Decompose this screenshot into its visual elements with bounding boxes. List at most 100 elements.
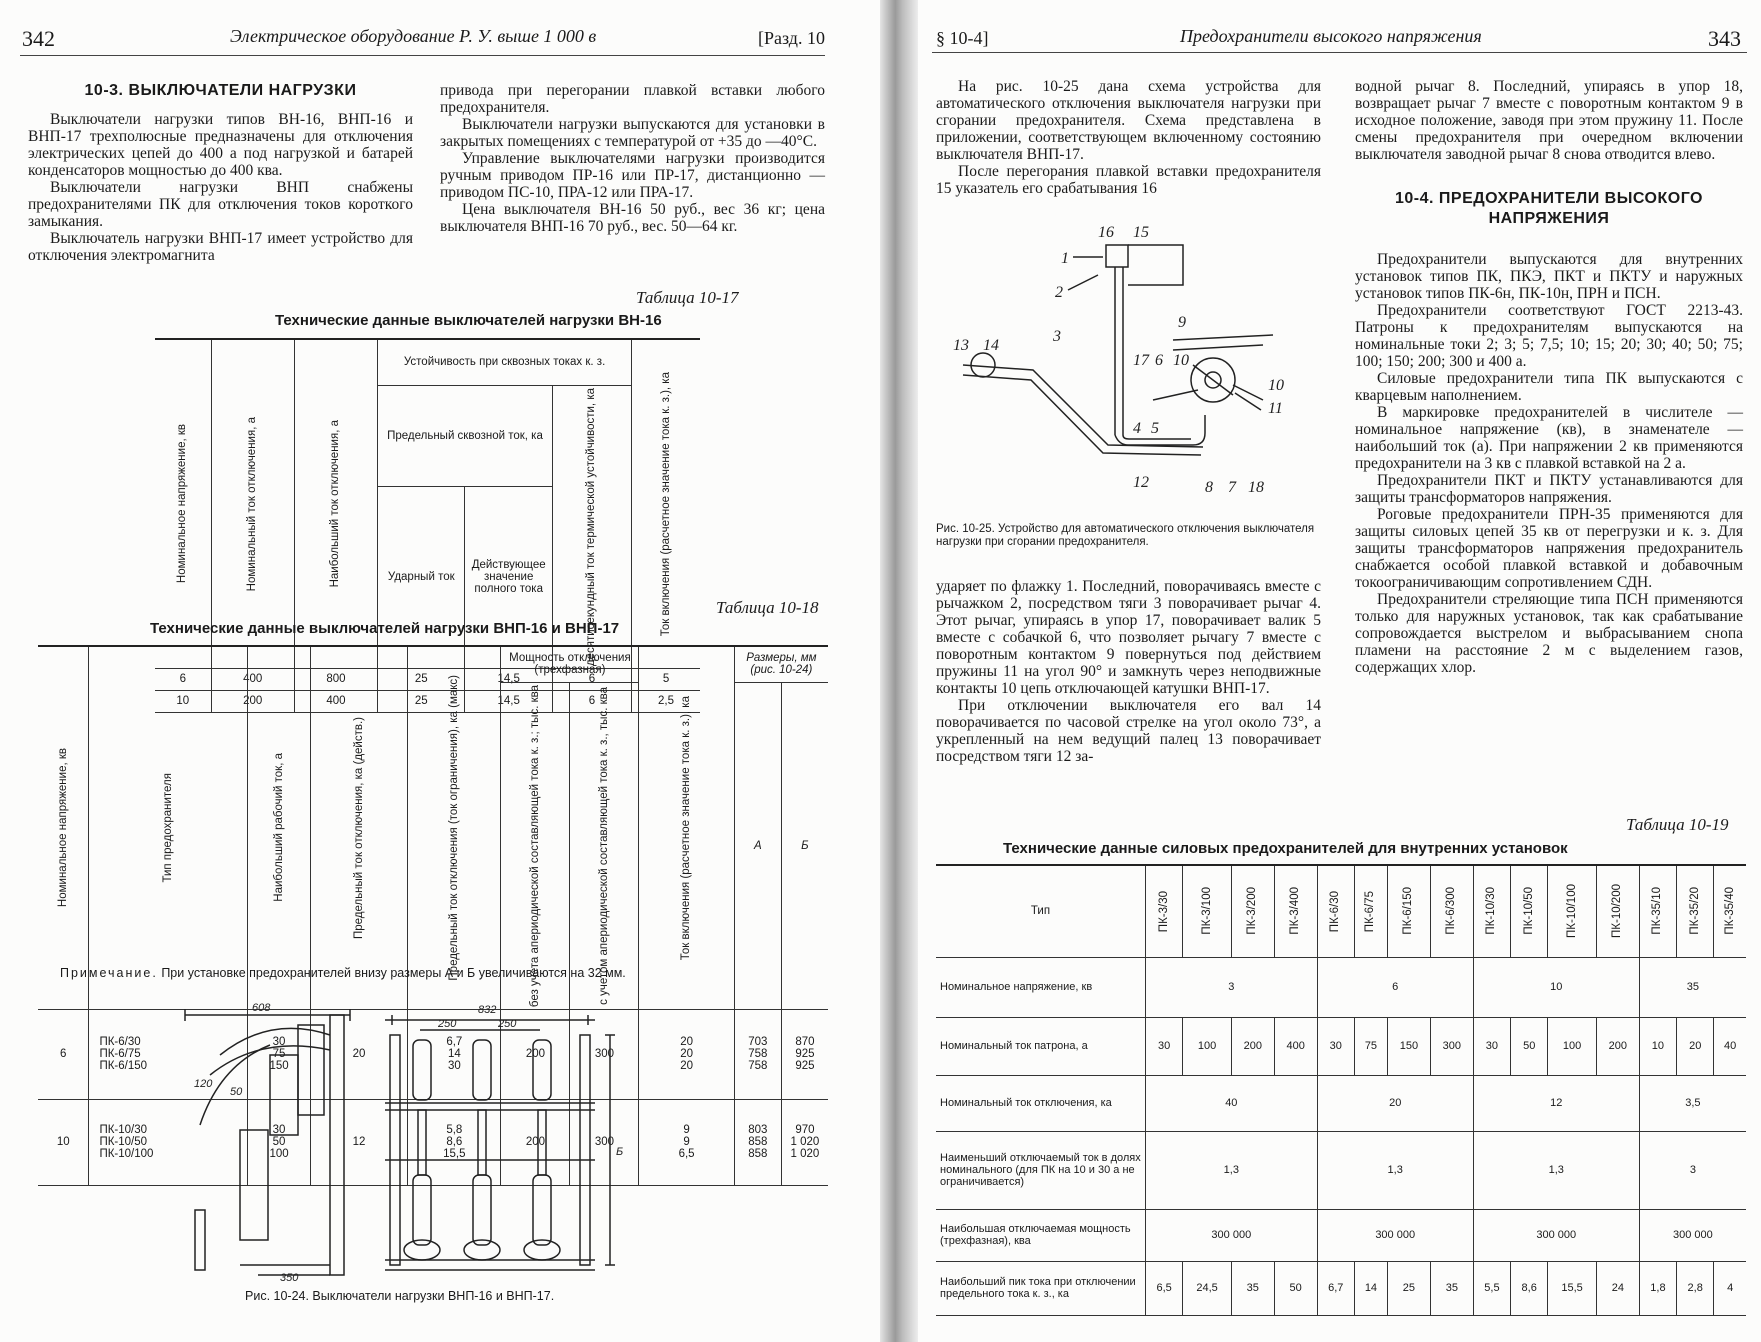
label-9: 9 (1178, 314, 1186, 331)
fuse-trip-mechanism-drawing: 16 15 1 2 3 9 13 14 17 6 10 10 11 4 5 12 (953, 224, 1284, 496)
label-15: 15 (1133, 224, 1149, 241)
paragraph: При отключении выключателя его вал 14 по… (936, 697, 1321, 765)
table-cell: 6,7 (1316, 1260, 1355, 1316)
table-10-18-note: Примечание. При установке предохранителе… (60, 966, 626, 980)
label-10-b: 10 (1268, 377, 1284, 394)
th-fuse-type: ПК-6/150 (1402, 887, 1415, 936)
right-column-1-top: На рис. 10-25 дана схема устройства для … (936, 78, 1321, 197)
th-noaper: без учета апериодической составляющей то… (528, 684, 541, 1007)
table-cell: 400 (1273, 1016, 1318, 1076)
label-1: 1 (1061, 250, 1069, 267)
section-ref-left: [Разд. 10 (758, 28, 825, 48)
th-subgroup: Предельный сквозной ток, ка (377, 384, 553, 487)
paragraph: водной рычаг 8. Последний, упираясь в уп… (1355, 78, 1743, 163)
paragraph: Предохранители соответствуют ГОСТ 2213-4… (1355, 302, 1743, 370)
table-cell: 10 (1472, 956, 1640, 1018)
table-cell: 1,3 (1472, 1130, 1640, 1210)
note-text: При установке предохранителей внизу разм… (161, 966, 626, 980)
row-label-voltage: Номинальное напряжение, кв (936, 956, 1146, 1018)
table-cell: 20 (1316, 1074, 1474, 1132)
table-cell: 30 (1144, 1016, 1184, 1076)
label-7: 7 (1228, 479, 1237, 496)
dim-250-b: 250 (497, 1018, 517, 1030)
table-cell: 300 (1429, 1016, 1474, 1076)
page-number-left: 342 (22, 26, 55, 51)
th-cutoff: Предельный ток отключения (ток ограничен… (447, 674, 460, 981)
paragraph: После перегорания плавкой вставки предох… (936, 163, 1321, 197)
th-fuse-type: ПК-35/40 (1723, 887, 1736, 936)
table-cell: 4 (1713, 1260, 1746, 1316)
table-row: Наибольший пик тока при отключении преде… (936, 1260, 1746, 1316)
table-cell: 3 (1145, 956, 1318, 1018)
th-fuse-type: ПК-6/75 (1364, 890, 1377, 932)
th-a: А (733, 681, 782, 1010)
th-fuse-type: ПК-10/30 (1485, 887, 1498, 936)
table-cell: 200 (1230, 1016, 1275, 1076)
dim-832: 832 (478, 1004, 496, 1016)
th-fuse-type: ПК-3/200 (1246, 887, 1259, 936)
header-rule-right (932, 52, 1747, 53)
table-cell: 300 000 (1316, 1208, 1474, 1262)
th-switchon: Ток включения (расчетное значение тока к… (659, 371, 672, 636)
table-cell: 300 000 (1472, 1208, 1640, 1262)
label-13: 13 (953, 337, 969, 354)
label-3: 3 (1052, 328, 1061, 345)
page-number-right: 343 (1708, 26, 1741, 51)
left-column-2: привода при перегорании плавкой вставки … (440, 82, 825, 235)
th-limit: Предельный ток отключения, ка (действ.) (352, 716, 365, 939)
table-cell: 10 (1638, 1016, 1678, 1076)
running-head-right: Предохранители высокого напряжения (1180, 26, 1482, 46)
paragraph: Выключатель нагрузки ВНП-17 имеет устрой… (28, 230, 413, 264)
book-gutter (880, 0, 918, 1342)
label-5: 5 (1151, 420, 1159, 437)
label-8: 8 (1205, 479, 1213, 496)
th-fuse-type: ПК-6/30 (1329, 890, 1342, 932)
table-title-10-19: Технические данные силовых предохранител… (1003, 840, 1568, 857)
table-title-10-17: Технические данные выключателей нагрузки… (275, 312, 662, 329)
paragraph: Силовые предохранители типа ПК выпускают… (1355, 370, 1743, 404)
table-number-10-18: Таблица 10-18 (716, 598, 819, 617)
table-cell: 1,3 (1145, 1130, 1318, 1210)
table-cell: 1,3 (1316, 1130, 1474, 1210)
table-cell: 20 (1676, 1016, 1715, 1076)
label-12: 12 (1133, 474, 1149, 491)
right-column-2: водной рычаг 8. Последний, упираясь в уп… (1355, 78, 1743, 676)
dim-b: Б (616, 1146, 623, 1158)
th-voltage: Номинальное напряжение, кв (56, 748, 69, 908)
label-4: 4 (1133, 420, 1141, 437)
table-cell: 50 (1273, 1260, 1318, 1316)
row-label-breaking: Номинальный ток отключения, ка (936, 1074, 1146, 1132)
table-cell: 14 (1353, 1260, 1388, 1316)
table-row: Наибольшая отключаемая мощность (трехфаз… (936, 1208, 1746, 1262)
table-cell: 25 (1386, 1260, 1431, 1316)
table-row: Наименьший отключаемый ток в долях номин… (936, 1130, 1746, 1210)
paragraph: Предохранители выпускаются для внутренни… (1355, 251, 1743, 302)
table-cell: 1,8 (1638, 1260, 1678, 1316)
table-cell: 3 (1638, 1130, 1746, 1210)
th-switchon: Ток включения (расчетное значение тока к… (680, 695, 693, 960)
paragraph: Управление выключателями нагрузки произв… (440, 150, 825, 201)
th-aper: с учетом апериодической составляющей ток… (597, 686, 610, 1005)
header-rule-left (20, 55, 825, 56)
label-11: 11 (1268, 400, 1283, 417)
table-cell: 40 (1713, 1016, 1746, 1076)
dim-250-a: 250 (437, 1018, 457, 1030)
table-cell: 12 (1472, 1074, 1640, 1132)
table-cell: 35 (1638, 956, 1746, 1018)
paragraph: Предохранители ПКТ и ПКТУ устанавливаютс… (1355, 472, 1743, 506)
paragraph: Выключатели нагрузки ВНП снабжены предох… (28, 179, 413, 230)
table-cell: 100 (1182, 1016, 1232, 1076)
note-label: Примечание. (60, 966, 158, 980)
th-fuse-type: ПК-3/400 (1289, 887, 1302, 936)
dim-50: 50 (230, 1086, 243, 1098)
dim-350: 350 (280, 1272, 299, 1284)
th-maxcur: Наибольший ток отключения, а (329, 420, 342, 588)
paragraph: ударяет по флажку 1. Последний, поворачи… (936, 578, 1321, 697)
table-cell: 35 (1429, 1260, 1474, 1316)
paragraph: Роговые предохранители ПРН-35 применяютс… (1355, 506, 1743, 591)
th-voltage: Номинальное напряжение, кв (176, 424, 189, 584)
left-column-1: 10-3. ВЫКЛЮЧАТЕЛИ НАГРУЗКИ Выключатели н… (28, 82, 413, 264)
